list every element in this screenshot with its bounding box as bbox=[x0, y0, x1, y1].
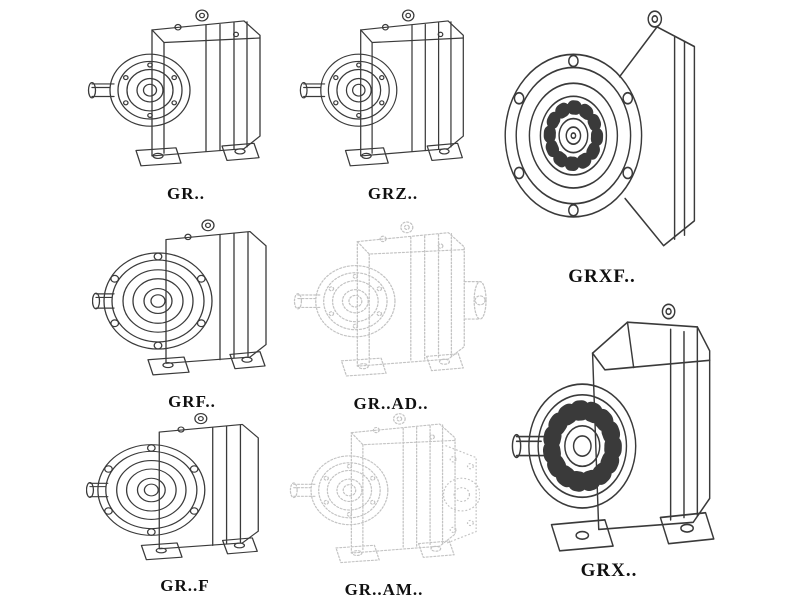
gearbox-cell-grz: GRZ.. bbox=[298, 2, 488, 204]
gr-f-gearbox-drawing bbox=[86, 406, 284, 574]
gearbox-cell-grad: GR..AD.. bbox=[292, 214, 490, 414]
gram-label: GR..AM.. bbox=[344, 580, 424, 599]
grxf-label: GRXF.. bbox=[568, 266, 636, 287]
grz-gearbox-drawing bbox=[298, 2, 488, 182]
grxf-gearbox-drawing bbox=[492, 2, 712, 264]
grz-label: GRZ.. bbox=[367, 184, 419, 203]
grx-label: GRX.. bbox=[580, 560, 638, 581]
gearbox-cell-grf: GRF.. bbox=[92, 212, 292, 412]
grf-label: GRF.. bbox=[168, 392, 216, 411]
grx-gearbox-drawing bbox=[496, 296, 722, 558]
gr-gearbox-drawing bbox=[86, 2, 286, 182]
gr-label: GR.. bbox=[167, 184, 205, 203]
gearbox-cell-gr: GR.. bbox=[86, 2, 286, 204]
gram-gearbox-drawing bbox=[288, 406, 480, 578]
gearbox-cell-gram: GR..AM.. bbox=[288, 406, 480, 600]
gearbox-cell-grxf: GRXF.. bbox=[492, 2, 712, 288]
grf-gearbox-drawing bbox=[92, 212, 292, 390]
gearbox-cell-grx: GRX.. bbox=[496, 296, 722, 582]
grad-label: GR..AD.. bbox=[353, 394, 429, 413]
gearbox-cell-grf-foot: GR..F bbox=[86, 406, 284, 596]
gr-f-label: GR..F bbox=[160, 576, 210, 595]
grad-gearbox-drawing bbox=[292, 214, 490, 392]
